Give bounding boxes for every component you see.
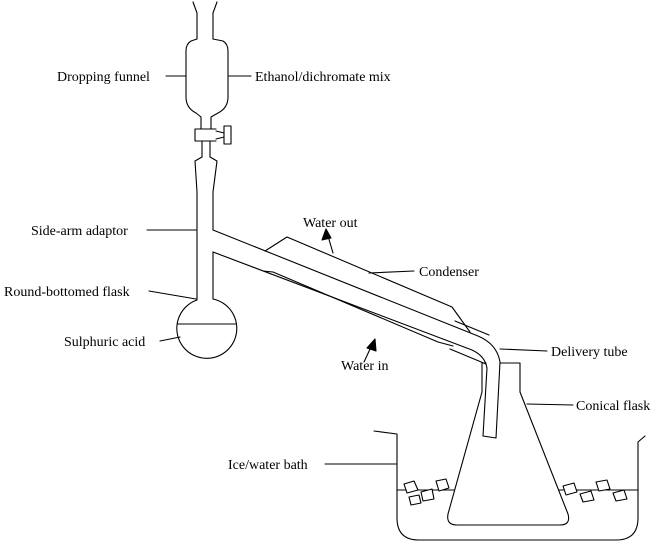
leader-conical-flask [526,403,574,406]
funnel-body-left [185,38,202,130]
flask-sphere [176,298,238,359]
ice-cube [403,480,419,494]
label-water-out: Water out [303,216,358,231]
water-out-arrowhead [321,228,332,241]
leader-condenser [368,270,415,274]
stopcock-key [223,125,232,145]
conical-flask-body [447,362,570,526]
label-water-in: Water in [341,359,388,374]
label-side-arm-adaptor: Side-arm adaptor [31,224,128,239]
label-ethanol-dichromate: Ethanol/dichromate mix [255,70,391,85]
label-round-bottomed-flask: Round-bottomed flask [4,285,130,300]
adaptor-left-wall [194,156,203,301]
ice-cube [595,479,611,492]
ice-cubes [403,478,628,506]
delivery-joint-lower [449,348,487,365]
ice-cube [579,490,595,503]
jacket-bottom-edge [262,270,454,347]
dropping-funnel-drawing [185,1,232,158]
water-out-arrow [321,228,334,254]
leader-lines [146,75,574,465]
round-bottomed-flask-drawing [176,298,238,359]
ice-cube [408,494,422,506]
condenser-drawing [262,236,471,347]
ice-cube [435,478,450,492]
ice-cube [420,488,435,502]
ice-cube [612,489,628,502]
funnel-top-tube-right [212,1,218,40]
label-ice-water-bath: Ice/water bath [228,458,308,473]
label-conical-flask: Conical flask [576,399,650,414]
ice-cube [562,482,578,496]
tube-tip [482,435,497,439]
leader-sulphuric-acid [159,336,181,342]
label-condenser: Condenser [419,265,479,280]
leader-delivery-tube [499,348,548,352]
side-arm-adaptor-drawing [194,156,218,301]
conical-flask-drawing [447,362,570,526]
stopcock-barrel [194,128,217,142]
vapour-tube-drawing [212,229,501,439]
funnel-top-tube-left [192,1,198,40]
stopcock-handle [215,130,225,140]
bath-tub-outline [373,430,646,541]
tube-lower-wall [212,251,488,437]
label-sulphuric-acid: Sulphuric acid [64,335,145,350]
label-delivery-tube: Delivery tube [551,345,628,360]
jacket-top-edge [264,236,471,333]
adaptor-right-wall-upper [209,156,218,231]
diagram-labels: Dropping funnel Ethanol/dichromate mix S… [4,70,650,473]
funnel-stem [201,140,211,158]
tube-upper-wall [212,229,501,439]
apparatus-lines [146,1,646,541]
leader-round-bottomed-flask [148,290,197,300]
delivery-joint-upper [454,320,490,336]
label-dropping-funnel: Dropping funnel [57,70,150,85]
water-in-arrow [363,338,377,363]
funnel-body-right [210,38,229,130]
water-in-arrowhead [366,338,377,352]
